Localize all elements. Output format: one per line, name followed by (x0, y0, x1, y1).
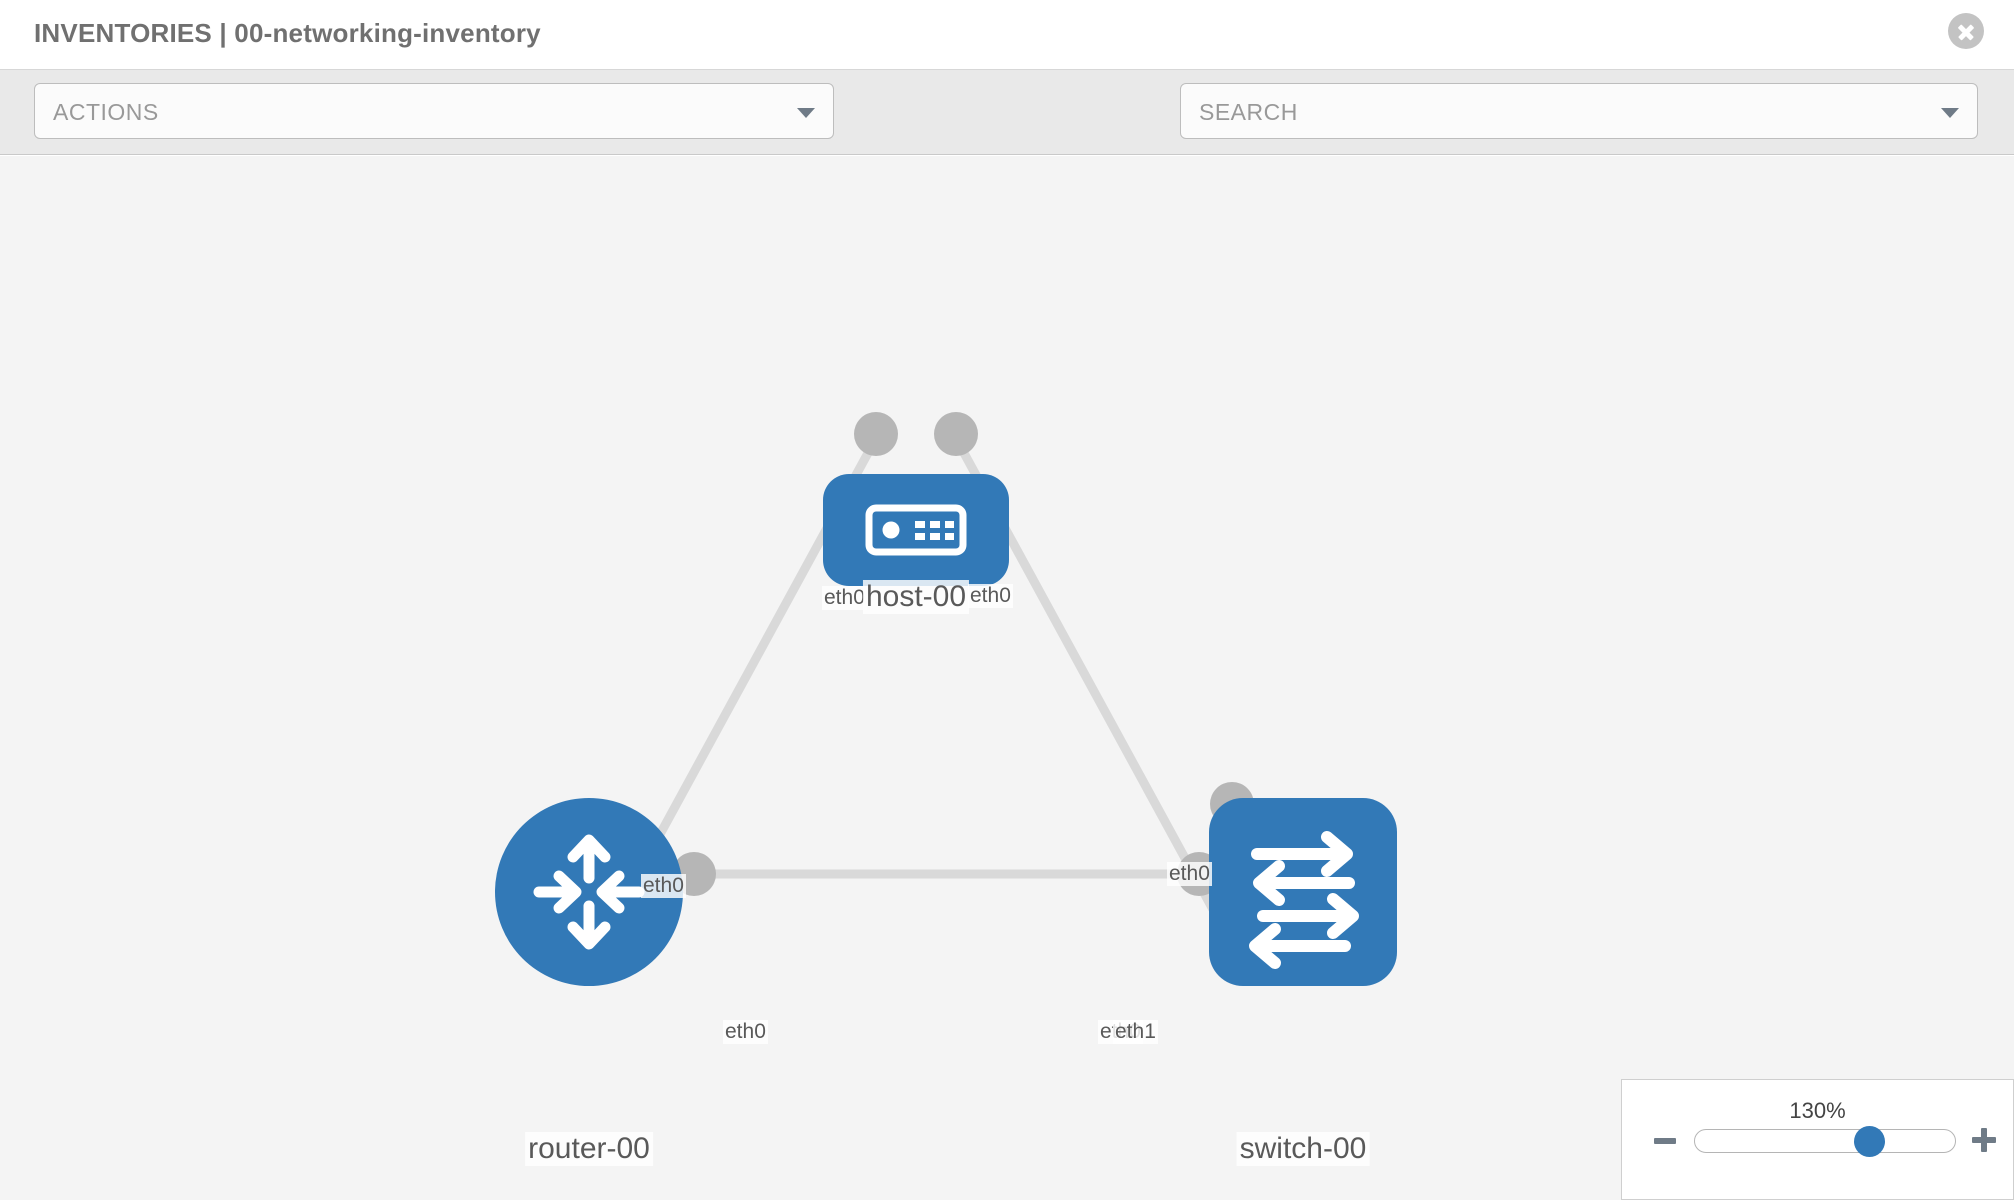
actions-dropdown[interactable]: ACTIONS (34, 83, 834, 139)
zoom-slider-thumb[interactable] (1854, 1126, 1885, 1157)
topology-canvas[interactable]: eth0 eth0 eth0 eth0 eth0 eth0 eth1 host-… (0, 156, 2014, 1200)
node-host-00 (823, 474, 1009, 586)
node-router-00 (495, 798, 683, 986)
chevron-down-icon (797, 108, 815, 118)
plus-icon-horizontal (1972, 1137, 1996, 1143)
connector-host00-right (934, 412, 978, 456)
node-router-00-shape (495, 798, 683, 986)
switch-arrows-icon (1249, 831, 1359, 969)
iface-label-switch00-eth1: eth1 (1113, 1020, 1158, 1044)
node-label-host-00: host-00 (862, 580, 970, 614)
node-switch-00 (1209, 798, 1397, 986)
node-label-switch-00: switch-00 (1236, 1132, 1370, 1166)
connector-host00-left (854, 412, 898, 456)
zoom-level-value: 130% (1789, 1098, 1846, 1123)
node-host-00-shape (823, 474, 1009, 586)
page-header: INVENTORIES | 00-networking-inventory (0, 0, 2014, 70)
iface-label-router00-eth0-uplink: eth0 (641, 874, 686, 898)
iface-label-host00-eth0-left: eth0 (822, 586, 867, 610)
server-icon (865, 504, 967, 556)
node-label-router-00: router-00 (525, 1132, 653, 1166)
zoom-control-panel: 130% (1621, 1079, 2014, 1200)
zoom-in-icon[interactable] (1972, 1128, 1996, 1152)
topology-graph[interactable] (0, 156, 2014, 1200)
chevron-down-icon[interactable] (1941, 108, 1959, 118)
toolbar: ACTIONS SEARCH (0, 70, 2014, 199)
page-title: INVENTORIES | 00-networking-inventory (34, 18, 541, 48)
node-switch-00-shape (1209, 798, 1397, 986)
close-icon[interactable] (1948, 13, 1984, 49)
router-arrows-icon (533, 834, 645, 950)
actions-dropdown-label: ACTIONS (53, 99, 159, 125)
iface-label-switch00-eth0-uplink: eth0 (1167, 862, 1212, 886)
search-input[interactable]: SEARCH (1180, 83, 1978, 139)
iface-label-router00-eth0: eth0 (723, 1020, 768, 1044)
zoom-out-icon[interactable] (1654, 1138, 1676, 1144)
zoom-slider-track[interactable] (1694, 1129, 1956, 1153)
search-placeholder: SEARCH (1199, 99, 1298, 125)
iface-label-host00-eth0-right: eth0 (968, 584, 1013, 608)
